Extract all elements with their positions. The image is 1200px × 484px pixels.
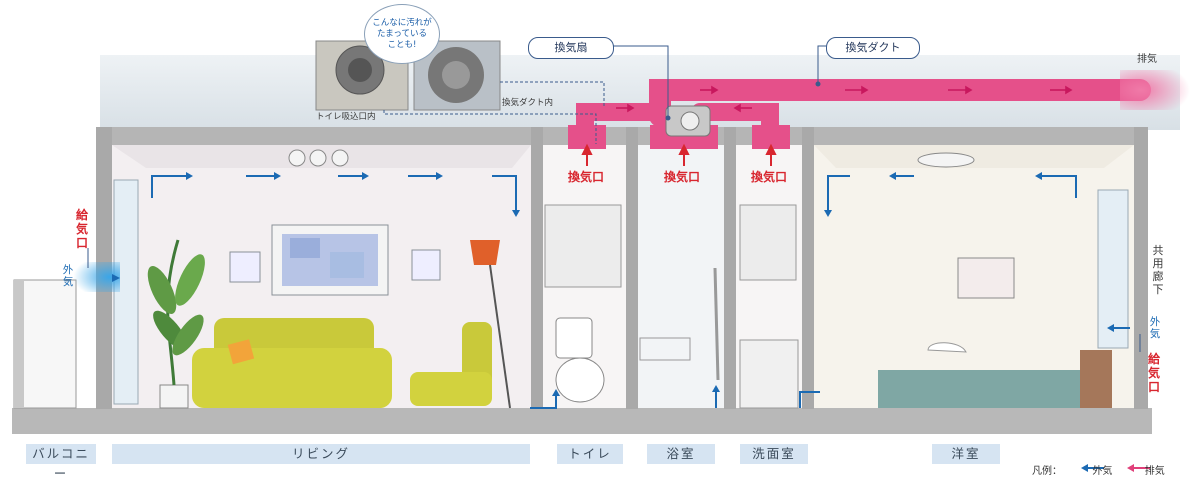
small-frame-right bbox=[411, 249, 441, 281]
toilet-cabinet bbox=[544, 204, 622, 288]
legend-exhaust: 排気 bbox=[1144, 466, 1165, 477]
bath-interior bbox=[638, 145, 724, 408]
bedroom-painting bbox=[957, 257, 1015, 299]
small-frame-left bbox=[229, 251, 261, 283]
toilet-inlet-caption: トイレ吸込口内 bbox=[316, 112, 376, 122]
wall-living-toilet bbox=[531, 127, 543, 409]
bed bbox=[878, 342, 1112, 408]
fan-callout: 換気扇 bbox=[528, 37, 614, 59]
room-label-balcony: バルコニー bbox=[26, 444, 96, 481]
living-window bbox=[113, 179, 139, 405]
supply-flow-arrows bbox=[151, 175, 1130, 409]
legend-arrows bbox=[1081, 464, 1150, 472]
balcony-wall bbox=[13, 279, 77, 409]
fan-unit bbox=[665, 105, 711, 137]
floor-lamp bbox=[470, 240, 511, 409]
duct-flow-arrows bbox=[616, 85, 1073, 113]
supply-puff-left bbox=[68, 262, 120, 292]
ceiling-lights bbox=[288, 149, 349, 167]
corridor-label: 共用廊下 bbox=[1152, 244, 1164, 296]
supply-left-outside: 外気 bbox=[62, 264, 74, 288]
armchair bbox=[410, 322, 492, 406]
vent-label-toilet: 換気口 bbox=[568, 170, 605, 184]
vent-label-washroom: 換気口 bbox=[751, 170, 788, 184]
bath-handrail bbox=[639, 337, 691, 361]
wash-basin bbox=[739, 339, 799, 409]
wall-right bbox=[1134, 127, 1148, 409]
duct-inside-caption: 換気ダクト内 bbox=[502, 98, 554, 108]
bedroom-window bbox=[1097, 189, 1129, 349]
legend-title: 凡例： bbox=[1032, 466, 1062, 477]
bedroom-ceiling-light bbox=[917, 152, 975, 168]
room-label-bath: 浴室 bbox=[647, 444, 715, 464]
room-label-living: リビング bbox=[112, 444, 530, 464]
callout-leaders bbox=[87, 45, 1141, 352]
floor-slab bbox=[12, 408, 1152, 434]
wall-toilet-bath bbox=[626, 127, 638, 409]
vent-label-bath: 換気口 bbox=[664, 170, 701, 184]
room-label-washroom: 洗面室 bbox=[740, 444, 808, 464]
wall-wash-bed bbox=[802, 127, 814, 409]
legend-outside: 外気 bbox=[1092, 466, 1113, 477]
exhaust-puff bbox=[1120, 70, 1190, 110]
exhaust-up-arrows bbox=[581, 143, 777, 166]
plant bbox=[147, 239, 205, 409]
wash-cabinet bbox=[739, 204, 797, 281]
supply-right-label: 給気口 bbox=[1147, 352, 1160, 394]
supply-left-label: 給気口 bbox=[75, 208, 88, 250]
wall-bath-wash bbox=[724, 127, 736, 409]
supply-arrowheads bbox=[186, 172, 1114, 396]
duct-callout: 換気ダクト bbox=[826, 37, 920, 59]
ceiling-slab bbox=[96, 127, 1140, 145]
exhaust-duct bbox=[576, 79, 1151, 139]
toilet bbox=[555, 317, 605, 403]
exhaust-outlet-label: 排気 bbox=[1137, 54, 1157, 65]
balcony-post bbox=[14, 280, 24, 408]
dirt-speech-bubble: こんなに汚れが たまっている ことも! bbox=[364, 4, 440, 64]
sofa bbox=[192, 318, 392, 408]
room-label-bedroom: 洋室 bbox=[932, 444, 1000, 464]
room-label-toilet: トイレ bbox=[557, 444, 623, 464]
supply-right-outside: 外気 bbox=[1149, 316, 1161, 340]
legend: 凡例： 外気 排気 bbox=[1032, 462, 1165, 477]
